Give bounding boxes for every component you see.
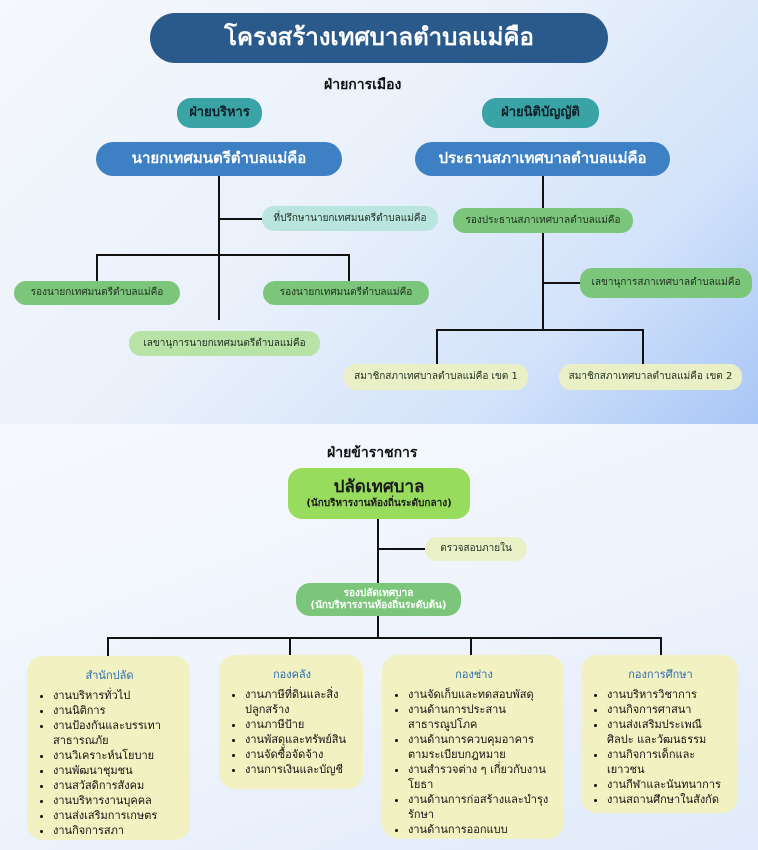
department-task-item: งานภาษีที่ดินและสิ่งปลูกสร้าง: [245, 687, 353, 717]
council-vice-box: รองประธานสภาเทศบาลตำบลแม่คือ: [453, 208, 633, 233]
department-task-item: งานจัดเก็บและทดสอบพัสดุ: [408, 687, 554, 702]
department-title: กองคลัง: [272, 668, 312, 681]
clerk-title: ปลัดเทศบาล: [333, 476, 425, 497]
connector: [107, 637, 662, 639]
department-task-item: งานวิเคราะห์นโยบาย: [53, 748, 180, 763]
page-title: โครงสร้างเทศบาลตำบลแม่คือ: [150, 13, 608, 63]
department-task-item: งานป้องกันและบรรเทาสาธารณภัย: [53, 718, 180, 748]
department-task-list: งานบริหารทั่วไปงานนิติการงานป้องกันและบร…: [39, 688, 180, 838]
connector: [660, 637, 662, 655]
mayor-box: นายกเทศมนตรีตำบลแม่คือ: [96, 142, 342, 176]
department-task-item: งานกีฬาและนันทนาการ: [607, 777, 728, 792]
deputy-mayor-2-box: รองนายกเทศมนตรีตำบลแม่คือ: [263, 281, 429, 305]
connector: [96, 254, 350, 256]
deputy-clerk-box: รองปลัดเทศบาล (นักบริหารงานท้องถิ่นระดับ…: [296, 583, 461, 616]
connector: [379, 548, 425, 550]
connector: [436, 329, 438, 365]
department-task-item: งานสำรวจต่าง ๆ เกี่ยวกับงานโยธา: [408, 762, 554, 792]
connector: [377, 616, 379, 638]
department-task-item: งานกิจการเด็กและเยาวชน: [607, 747, 728, 777]
connector: [348, 254, 350, 282]
mayor-advisor-box: ที่ปรึกษานายกเทศมนตรีตำบลแม่คือ: [262, 206, 438, 231]
department-task-item: งานภาษีป้าย: [245, 717, 353, 732]
internal-audit-box: ตรวจสอบภายใน: [425, 537, 527, 561]
department-office-of-clerk: สำนักปลัด งานบริหารทั่วไปงานนิติการงานป้…: [27, 656, 190, 840]
department-education: กองการศึกษา งานบริหารวิชาการงานกิจการศาส…: [581, 655, 738, 813]
department-task-list: งานจัดเก็บและทดสอบพัสดุงานด้านการประสานส…: [394, 687, 554, 837]
council-member-1-box: สมาชิกสภาเทศบาลตำบลแม่คือ เขต 1: [344, 364, 528, 390]
department-task-item: งานพัสดุและทรัพย์สิน: [245, 732, 353, 747]
department-task-item: งานส่งเสริมประเพณีศิลปะ และวัฒนธรรม: [607, 717, 728, 747]
council-president-box: ประธานสภาเทศบาลตำบลแม่คือ: [415, 142, 670, 176]
council-member-2-box: สมาชิกสภาเทศบาลตำบลแม่คือ เขต 2: [559, 364, 742, 390]
department-finance: กองคลัง งานภาษีที่ดินและสิ่งปลูกสร้างงาน…: [219, 655, 363, 789]
connector: [377, 517, 379, 583]
connector: [218, 174, 220, 320]
department-task-item: งานบริหารงานบุคคล: [53, 793, 180, 808]
department-task-item: งานสถานศึกษาในสังกัด: [607, 792, 728, 807]
department-task-list: งานภาษีที่ดินและสิ่งปลูกสร้างงานภาษีป้าย…: [231, 687, 353, 777]
department-task-item: งานบริหารวิชาการ: [607, 687, 728, 702]
clerk-subtitle: (นักบริหารงานท้องถิ่นระดับกลาง): [306, 497, 452, 509]
department-task-item: งานสวัสดิการสังคม: [53, 778, 180, 793]
department-task-item: งานนิติการ: [53, 703, 180, 718]
department-task-item: งานจัดซื้อจัดจ้าง: [245, 747, 353, 762]
department-title: กองการศึกษา: [628, 668, 693, 681]
department-task-item: งานการเงินและบัญชี: [245, 762, 353, 777]
deputy-clerk-subtitle: (นักบริหารงานท้องถิ่นระดับต้น): [310, 599, 447, 611]
connector: [96, 254, 98, 282]
department-task-item: งานส่งเสริมการเกษตร: [53, 808, 180, 823]
connector: [542, 174, 544, 330]
connector: [436, 329, 644, 331]
connector: [642, 329, 644, 365]
department-engineering: กองช่าง งานจัดเก็บและทดสอบพัสดุงานด้านกา…: [382, 655, 564, 839]
council-secretary-box: เลขานุการสภาเทศบาลตำบลแม่คือ: [580, 268, 752, 298]
department-task-item: งานบริหารทั่วไป: [53, 688, 180, 703]
department-task-item: งานด้านการควบคุมอาคารตามระเบียบกฎหมาย: [408, 732, 554, 762]
legislative-head: ฝ่ายนิติบัญญัติ: [482, 98, 599, 128]
department-task-item: งานด้านการออกแบบ: [408, 822, 554, 837]
clerk-box: ปลัดเทศบาล (นักบริหารงานท้องถิ่นระดับกลา…: [288, 468, 470, 519]
political-label: ฝ่ายการเมือง: [324, 77, 402, 93]
executive-head: ฝ่ายบริหาร: [177, 98, 262, 128]
department-task-item: งานกิจการสภา: [53, 823, 180, 838]
deputy-mayor-1-box: รองนายกเทศมนตรีตำบลแม่คือ: [14, 281, 180, 305]
connector: [470, 637, 472, 655]
connector: [107, 637, 109, 657]
civil-label: ฝ่ายข้าราชการ: [327, 445, 418, 461]
department-title: กองช่าง: [455, 668, 493, 681]
department-task-item: งานกิจการศาสนา: [607, 702, 728, 717]
department-task-item: งานด้านการประสานสาธารณูปโภค: [408, 702, 554, 732]
department-title: สำนักปลัด: [85, 669, 134, 682]
department-task-list: งานบริหารวิชาการงานกิจการศาสนางานส่งเสริ…: [593, 687, 728, 807]
department-task-item: งานด้านการก่อสร้างและบำรุงรักษา: [408, 792, 554, 822]
department-task-item: งานพัฒนาชุมชน: [53, 763, 180, 778]
connector: [289, 637, 291, 655]
connector: [220, 218, 264, 220]
mayor-secretary-box: เลขานุการนายกเทศมนตรีตำบลแม่คือ: [129, 331, 320, 356]
connector: [544, 282, 582, 284]
deputy-clerk-title: รองปลัดเทศบาล: [343, 588, 414, 599]
